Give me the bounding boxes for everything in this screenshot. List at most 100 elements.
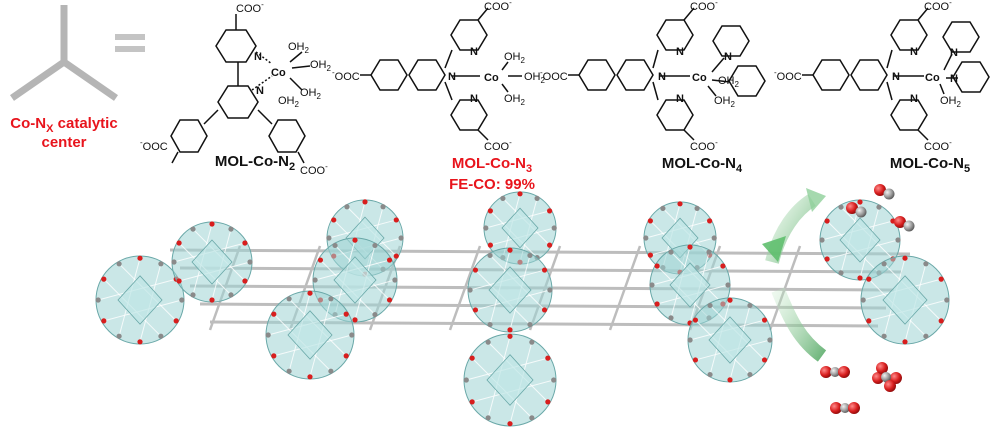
carbon-atom bbox=[158, 261, 164, 267]
coo-label: COO- bbox=[924, 138, 952, 153]
oxygen-atom bbox=[707, 218, 713, 224]
oxygen-atom bbox=[393, 217, 399, 223]
water-label: OH2 bbox=[288, 41, 310, 55]
structure-co-n3 bbox=[360, 7, 522, 141]
oxygen-atom bbox=[727, 377, 733, 383]
oxygen-atom bbox=[687, 244, 693, 250]
oxygen-atom bbox=[101, 276, 107, 282]
oxygen-atom bbox=[761, 357, 768, 363]
carbon-atom bbox=[895, 237, 901, 243]
n-atom: N bbox=[658, 71, 666, 83]
oxygen-atom bbox=[541, 267, 548, 273]
carbon-atom bbox=[190, 226, 196, 232]
carbon-atom bbox=[944, 297, 950, 303]
water-label: OH2 bbox=[504, 93, 526, 107]
oxygen-atom bbox=[173, 318, 179, 324]
carbon-atom bbox=[711, 235, 717, 241]
water-label: OH2 bbox=[940, 95, 962, 109]
n-atom: N bbox=[724, 51, 732, 63]
cluster-core bbox=[839, 217, 881, 263]
carbon-atom bbox=[380, 204, 386, 210]
carbon-atom bbox=[529, 415, 535, 421]
n-atom: N bbox=[910, 46, 918, 58]
zr-cluster bbox=[860, 255, 950, 345]
oxygen-atom bbox=[176, 278, 182, 284]
oxygen-atom bbox=[469, 399, 475, 405]
n-atom: N bbox=[676, 93, 684, 105]
cluster-layer bbox=[95, 191, 950, 427]
cluster-core bbox=[117, 275, 163, 325]
oxygen-atom bbox=[902, 255, 908, 261]
oxygen-atom bbox=[271, 353, 277, 359]
n-atom: N bbox=[950, 73, 958, 85]
oxygen-atom bbox=[938, 276, 944, 282]
co2-molecule bbox=[830, 402, 860, 414]
structure-name-3: MOL-Co-N4 bbox=[662, 155, 743, 175]
oxygen-atom bbox=[876, 362, 888, 374]
carbon-atom bbox=[179, 297, 185, 303]
oxygen-atom bbox=[547, 208, 553, 214]
carbon-atom bbox=[529, 339, 535, 345]
carbon-atom bbox=[527, 252, 533, 259]
carbon-atom bbox=[190, 292, 196, 298]
legend-title-line2: center bbox=[41, 134, 86, 151]
water-label: OH2 bbox=[714, 95, 736, 109]
n-atom: N bbox=[892, 71, 900, 83]
oxygen-atom bbox=[938, 318, 944, 324]
gas-molecules bbox=[820, 184, 915, 414]
oxygen-atom bbox=[137, 339, 143, 345]
carbon-atom bbox=[286, 296, 292, 302]
carbon-atom bbox=[547, 287, 553, 293]
ooc-label: -OOC bbox=[140, 138, 168, 153]
carbon-atom bbox=[668, 315, 674, 321]
carbon-atom bbox=[860, 297, 866, 303]
oxygen-atom bbox=[720, 263, 726, 269]
carbon-atom bbox=[881, 333, 887, 339]
oxygen-atom bbox=[487, 208, 493, 214]
carbon-atom bbox=[725, 282, 731, 288]
oxygen-atom bbox=[894, 216, 906, 228]
carbon-atom bbox=[660, 205, 666, 211]
oxygen-atom bbox=[866, 318, 872, 324]
carbon-atom bbox=[923, 333, 929, 339]
oxygen-atom bbox=[362, 199, 368, 205]
carbon-atom bbox=[372, 242, 378, 249]
oxygen-atom bbox=[386, 297, 393, 303]
oxygen-atom bbox=[307, 374, 313, 380]
carbon-atom bbox=[463, 377, 469, 383]
oxygen-atom bbox=[507, 327, 513, 333]
cluster-core bbox=[882, 275, 928, 325]
ooc-label: -OOC bbox=[540, 68, 568, 83]
co-atom: Co bbox=[271, 67, 286, 79]
structure-co-n4 bbox=[568, 7, 766, 141]
oxygen-atom bbox=[874, 184, 886, 196]
oxygen-atom bbox=[352, 237, 358, 243]
carbon-atom bbox=[326, 235, 332, 241]
coo-label: COO- bbox=[924, 0, 952, 13]
carbon-atom bbox=[767, 337, 773, 343]
structure-name-4: MOL-Co-N5 bbox=[890, 155, 970, 175]
carbon-atom bbox=[483, 225, 489, 231]
carbon-atom bbox=[883, 188, 895, 200]
co2-molecule bbox=[876, 362, 896, 392]
n-atom: N bbox=[448, 71, 456, 83]
carbon-atom bbox=[328, 368, 334, 374]
oxygen-atom bbox=[541, 307, 548, 313]
carbon-atom bbox=[332, 242, 338, 249]
cluster-core bbox=[191, 239, 233, 285]
structure-co-n5 bbox=[802, 7, 990, 141]
carbon-atom bbox=[643, 235, 649, 241]
ooc-label: -OOC bbox=[774, 68, 802, 83]
carbon-atom bbox=[649, 282, 655, 288]
carbon-atom bbox=[228, 292, 234, 298]
faradaic-efficiency-label: FE-CO: 99% bbox=[449, 176, 535, 193]
co-atom: Co bbox=[692, 72, 707, 84]
oxygen-atom bbox=[386, 257, 393, 263]
carbon-atom bbox=[228, 226, 234, 232]
oxygen-atom bbox=[242, 278, 248, 284]
water-label: OH2 bbox=[524, 71, 546, 85]
oxygen-atom bbox=[507, 247, 513, 253]
structure-name-2: MOL-Co-N3 bbox=[452, 155, 532, 175]
oxygen-atom bbox=[848, 402, 860, 414]
